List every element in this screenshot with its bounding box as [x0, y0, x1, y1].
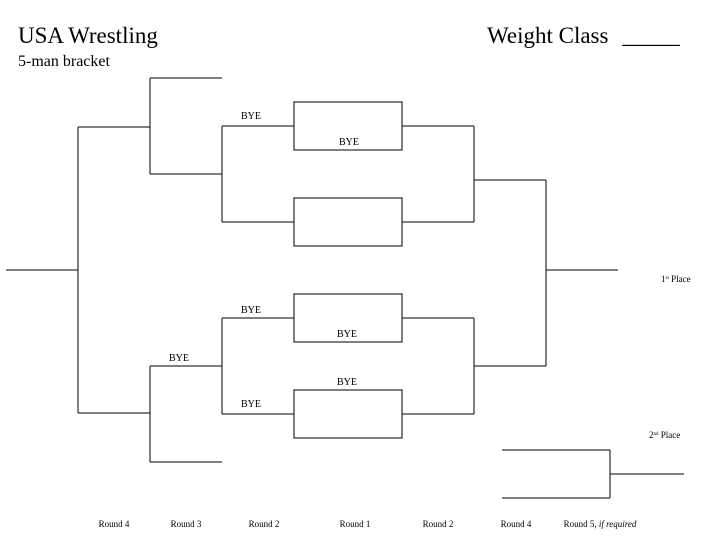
- page-title: USA Wrestling: [18, 23, 158, 48]
- first-place-suffix: st: [665, 276, 669, 281]
- round-label: Round 4: [500, 519, 532, 529]
- round-5-text: Round 5: [563, 519, 595, 529]
- first-place-label: 1st Place: [661, 273, 691, 285]
- weight-class-blank: _____: [622, 23, 680, 48]
- second-place-suffix: nd: [653, 432, 659, 437]
- page-subtitle: 5-man bracket: [18, 53, 110, 70]
- match-box: [293, 197, 403, 247]
- round-5-note: , if required: [594, 519, 637, 529]
- bye-label: BYE: [169, 353, 189, 364]
- weight-class-text: Weight Class: [487, 23, 609, 48]
- round-label: Round 3: [170, 519, 202, 529]
- round-label: Round 4: [98, 519, 130, 529]
- match-box: [293, 389, 403, 439]
- first-place-number: 1: [661, 274, 666, 284]
- second-place-number: 2: [649, 430, 654, 440]
- second-place-label: 2nd Place: [649, 429, 680, 441]
- bye-label: BYE: [339, 137, 359, 148]
- bye-label: BYE: [241, 111, 261, 122]
- bye-label: BYE: [241, 305, 261, 316]
- weight-class-label: Weight Class _____: [487, 23, 680, 49]
- bye-label: BYE: [337, 377, 357, 388]
- second-place-text: Place: [658, 430, 681, 440]
- bye-label: BYE: [241, 399, 261, 410]
- bye-label: BYE: [337, 329, 357, 340]
- round-label: Round 1: [339, 519, 371, 529]
- round-label-5: Round 5, if required: [564, 519, 637, 530]
- round-label: Round 2: [248, 519, 280, 529]
- round-label: Round 2: [422, 519, 454, 529]
- first-place-text: Place: [668, 274, 691, 284]
